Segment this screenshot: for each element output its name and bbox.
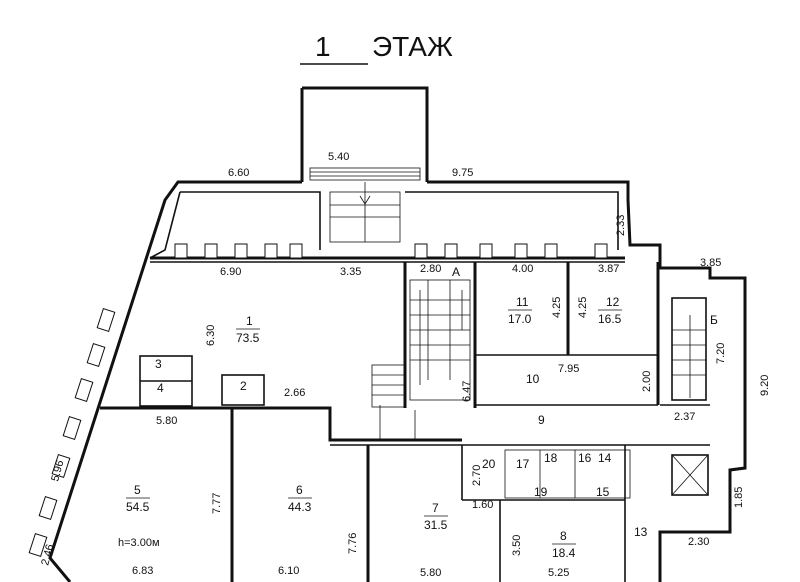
dim-room12-width: 3.87 — [598, 263, 619, 275]
dim-room5-height: 7.77 — [211, 493, 223, 514]
room-number: 8 — [560, 529, 567, 543]
room-number: 7 — [432, 501, 439, 515]
room-11: 11 17.0 — [508, 295, 532, 326]
dim-room6-height: 7.76 — [347, 533, 359, 554]
dim-room5-width: 6.83 — [132, 565, 153, 577]
room-2-number: 2 — [240, 379, 247, 393]
dim-room1-top: 6.90 — [220, 266, 241, 278]
dim-room11-width: 4.00 — [512, 263, 533, 275]
dim-top-left: 6.60 — [228, 167, 249, 179]
room-14-number: 14 — [598, 451, 612, 465]
floor-title: 1 ЭТАЖ — [300, 31, 453, 65]
room-area: 54.5 — [126, 500, 150, 514]
dim-corridor-right: 2.37 — [674, 411, 695, 423]
dim-left-side: 5.96 — [49, 459, 66, 483]
room-17-number: 17 — [516, 457, 530, 471]
room-12: 12 16.5 — [598, 295, 622, 326]
dim-right-height: 9.20 — [759, 375, 771, 396]
dim-lower-right-width: 2.30 — [688, 536, 709, 548]
dimension-labels: 5.40 6.60 9.75 2.33 6.90 3.35 2.80 А 4.0… — [39, 151, 771, 579]
dim-room12-height: 4.25 — [577, 297, 589, 318]
left-facade-windows — [28, 308, 116, 557]
room-7: 7 31.5 — [424, 501, 448, 532]
room-5: 5 54.5 — [126, 483, 150, 514]
room-4-number: 4 — [157, 381, 164, 395]
dim-left-wall-width: 5.80 — [156, 415, 177, 427]
floor-number: 1 — [315, 31, 331, 62]
dim-room10-height: 2.00 — [641, 371, 653, 392]
room-area: 18.4 — [552, 546, 576, 560]
room-16-number: 16 — [578, 451, 592, 465]
stair-a — [371, 279, 471, 408]
room-6: 6 44.3 — [288, 483, 312, 514]
room-area: 16.5 — [598, 312, 622, 326]
dim-stair-a-width: 2.80 — [420, 263, 441, 275]
stair-b-label: Б — [710, 313, 718, 327]
dim-corridor-top: 3.35 — [340, 266, 361, 278]
room-number: 12 — [606, 295, 620, 309]
dim-room8-height: 3.50 — [511, 535, 523, 556]
dim-stair-a-height: 6.47 — [461, 381, 473, 402]
room-number: 11 — [516, 295, 529, 309]
dim-room20-height: 2.70 — [471, 465, 483, 486]
room-8: 8 18.4 — [552, 529, 576, 560]
room-number: 6 — [296, 483, 303, 497]
dim-room7-width: 5.80 — [420, 567, 441, 579]
room-area: 73.5 — [236, 331, 260, 345]
dim-room11-height: 4.25 — [551, 297, 563, 318]
interior-walls — [100, 262, 710, 582]
top-annex — [300, 86, 429, 182]
dim-top-right: 9.75 — [452, 167, 473, 179]
room-number: 1 — [246, 314, 253, 328]
dim-room1-height: 6.30 — [205, 325, 217, 346]
room-13-number: 13 — [634, 525, 648, 539]
room-number: 5 — [134, 483, 141, 497]
dim-room8-width: 5.25 — [548, 567, 569, 579]
room-area: 31.5 — [424, 518, 448, 532]
room-20-number: 20 — [482, 457, 496, 471]
room-18-number: 18 — [544, 451, 558, 465]
room-area: 44.3 — [288, 500, 312, 514]
room-15-number: 15 — [596, 485, 610, 499]
room-19-number: 19 — [534, 485, 548, 499]
dim-bottom-left-corner: 2.46 — [39, 543, 56, 567]
dim-right-lower: 1.85 — [733, 487, 745, 508]
dim-room10-width: 7.95 — [558, 363, 579, 375]
room-9-number: 9 — [538, 413, 545, 427]
dim-room20-width: 1.60 — [472, 499, 493, 511]
dim-top-annex-width: 5.40 — [328, 151, 349, 163]
room-10-number: 10 — [526, 372, 540, 386]
room-1: 1 73.5 — [236, 314, 260, 345]
dim-stair-b-height: 7.20 — [715, 343, 727, 364]
room-labels: 1 73.5 2 3 4 5 54.5 6 44.3 7 31.5 8 18.4… — [118, 295, 648, 560]
stair-b — [671, 297, 707, 401]
room-area: 17.0 — [508, 312, 532, 326]
stair-a-label: А — [452, 265, 460, 279]
dim-upper-right-height: 2.33 — [615, 215, 627, 236]
dim-room6-width: 6.10 — [278, 565, 299, 577]
floor-label: ЭТАЖ — [372, 31, 453, 62]
dim-room2-width: 2.66 — [284, 387, 305, 399]
room-3-number: 3 — [155, 357, 162, 371]
ceiling-height-note: h=3.00м — [118, 537, 160, 549]
top-windows — [174, 243, 608, 259]
dim-stair-b-width: 3.85 — [700, 257, 721, 269]
